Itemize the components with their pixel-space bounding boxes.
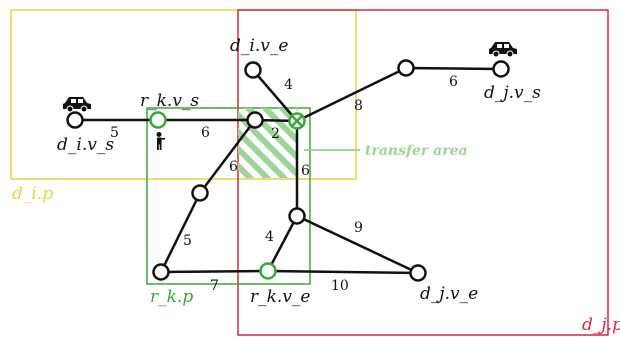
node-rk-vs	[149, 111, 167, 129]
weight-label: 5	[110, 125, 119, 141]
edge	[160, 269, 269, 274]
nodes	[66, 59, 510, 282]
weight-label: 6	[201, 125, 210, 141]
node-n1	[246, 111, 264, 129]
weight-label: 6	[301, 163, 310, 179]
car-icon	[63, 97, 91, 113]
weight-label: 9	[354, 220, 363, 236]
node-rk-ve	[259, 262, 277, 280]
node-label-rk-ve: r_k.v_e	[250, 287, 311, 307]
weight-label: 7	[210, 278, 219, 294]
node-label-di-vs: d_i.v_s	[57, 135, 114, 155]
weight-label: 6	[449, 74, 458, 90]
edge	[199, 119, 256, 194]
transfer-node	[288, 112, 306, 130]
weight-label: 4	[284, 77, 293, 93]
node-label-di-ve: d_i.v_e	[230, 36, 288, 56]
node-n3	[191, 184, 209, 202]
node-n5	[152, 263, 170, 281]
rider-region-label: r_k.p	[150, 287, 193, 307]
car-icon	[489, 42, 517, 58]
rider-region	[146, 107, 311, 285]
edge	[296, 214, 419, 275]
node-label-dj-vs: d_j.v_s	[484, 83, 541, 103]
weight-label: 8	[354, 98, 363, 114]
node-di-vs	[66, 111, 84, 129]
weight-label: 5	[183, 233, 192, 249]
driver-i-region	[10, 9, 357, 180]
node-n4	[288, 207, 306, 225]
edge	[159, 192, 202, 273]
driver-i-region-label: d_i.p	[12, 184, 53, 204]
pedestrian-icon	[156, 132, 165, 150]
edge	[267, 269, 419, 275]
edge	[252, 69, 298, 122]
node-dj-ve	[409, 264, 427, 282]
node-label-dj-ve: d_j.v_e	[420, 284, 478, 304]
node-di-ve	[244, 61, 262, 79]
node-n2	[397, 59, 415, 77]
weight-label: 4	[265, 229, 274, 245]
edge	[266, 215, 299, 272]
edge	[405, 66, 502, 71]
node-dj-vs	[492, 60, 510, 78]
driver-j-region-label: d_j.p	[582, 315, 620, 335]
node-label-rk-vs: r_k.v_s	[140, 91, 199, 111]
transfer-area-label: transfer area	[365, 143, 468, 159]
weight-label: 10	[331, 278, 349, 294]
edge	[296, 66, 407, 123]
weight-label: 2	[271, 126, 280, 142]
weight-label: 6	[229, 159, 238, 175]
